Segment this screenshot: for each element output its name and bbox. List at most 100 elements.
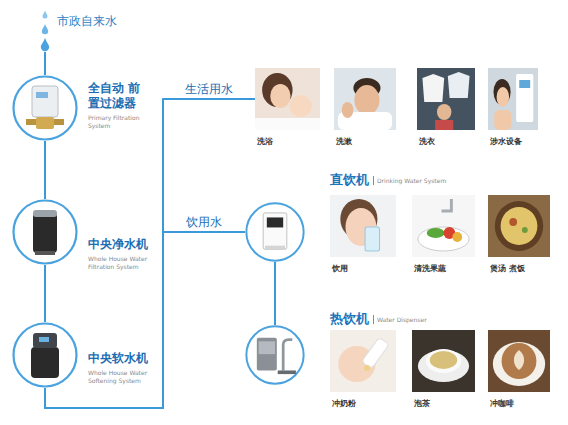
usage-photo: 饮用 bbox=[330, 195, 396, 257]
photo-caption: 洗浴 bbox=[257, 137, 273, 147]
product-circle: 热饮机Water Dispenser bbox=[245, 325, 305, 385]
product-illustration bbox=[283, 340, 292, 371]
usage-photo: 涉水设备 bbox=[488, 68, 538, 130]
product-illustration bbox=[36, 117, 54, 129]
text-holder: 洗浴 bbox=[257, 137, 273, 147]
product-illustration bbox=[33, 210, 57, 217]
product-circle-shape bbox=[12, 199, 78, 265]
photo-shape bbox=[514, 350, 524, 370]
product-circle: 中央净水机Whole House Water Filtration System bbox=[12, 199, 78, 265]
text-holder: 泡茶 bbox=[414, 399, 430, 409]
photo-shape bbox=[502, 343, 537, 379]
english-name: Whole House Water Filtration System bbox=[88, 255, 158, 270]
water-drop-icon bbox=[34, 6, 56, 52]
product-circle-shape bbox=[12, 75, 78, 141]
photo-caption: 清洗果蔬 bbox=[414, 264, 446, 274]
text-holder: 清洗果蔬 bbox=[414, 264, 446, 274]
usage-photo: 清洗果蔬 bbox=[412, 195, 475, 257]
usage-photo: 冲咖啡 bbox=[488, 330, 550, 392]
photo-illustration bbox=[334, 68, 396, 130]
text-holder: 冲奶粉 bbox=[332, 399, 356, 409]
photo-shape bbox=[342, 102, 354, 118]
product-name: 直饮机 bbox=[330, 172, 369, 188]
text-holder: 饮用 bbox=[332, 264, 348, 274]
text-holder: 中央软水机Whole House Water Softening System bbox=[88, 351, 158, 384]
photo-shape bbox=[493, 342, 545, 386]
text-holder: 煲汤 煮饭 bbox=[490, 264, 525, 274]
photo-shape bbox=[365, 227, 379, 251]
photo-caption: 饮用 bbox=[332, 264, 348, 274]
photo-shape bbox=[418, 227, 469, 251]
photo-shape bbox=[509, 218, 517, 226]
photo-shape bbox=[412, 195, 475, 257]
photo-shape bbox=[494, 110, 511, 130]
usage-photo: 洗漱 bbox=[334, 68, 396, 130]
product-name: 热饮机 bbox=[330, 311, 369, 327]
photo-illustration bbox=[417, 68, 475, 130]
photo-shape bbox=[262, 73, 292, 107]
water-drop bbox=[41, 38, 49, 51]
photo-shape bbox=[452, 232, 462, 242]
product-illustration bbox=[265, 246, 285, 250]
product-name: 中央净水机 bbox=[88, 237, 152, 252]
photo-shape bbox=[437, 104, 452, 120]
pipe-connector bbox=[44, 52, 46, 75]
text-holder: 中央净水机 Whole House Water Filtration System bbox=[88, 237, 158, 270]
product-illustration bbox=[33, 213, 57, 253]
photo-caption: 洗漱 bbox=[336, 137, 352, 147]
product-illustration bbox=[35, 251, 55, 255]
photo-illustration bbox=[488, 68, 538, 130]
photo-shape bbox=[522, 227, 528, 233]
text-holder: 洗衣 bbox=[419, 137, 435, 147]
text-holder: 直饮机 Drinking Water System bbox=[330, 172, 446, 188]
english-name: Whole House Water Softening System bbox=[88, 369, 158, 384]
photo-shape bbox=[417, 68, 475, 130]
photo-shape bbox=[497, 87, 510, 107]
text-holder: 冲咖啡 bbox=[490, 399, 514, 409]
english-name: Water Dispenser bbox=[373, 315, 427, 324]
text-holder: 涉水设备 bbox=[490, 137, 522, 147]
product-illustration bbox=[36, 92, 48, 98]
photo-illustration bbox=[330, 330, 396, 392]
text-holder: 全自动 前置过滤器Primary Filtration System bbox=[88, 81, 158, 129]
flow-label: 饮用水 bbox=[184, 215, 224, 229]
photo-shape bbox=[488, 195, 550, 257]
photo-shape bbox=[354, 85, 379, 115]
text-holder: 热饮机 Water Dispenser bbox=[330, 311, 427, 327]
photo-shape bbox=[412, 330, 475, 392]
photo-caption: 冲奶粉 bbox=[332, 399, 356, 409]
pipe-connector bbox=[45, 232, 245, 408]
photo-caption: 涉水设备 bbox=[490, 137, 522, 147]
photo-shape bbox=[255, 68, 320, 130]
photo-illustration bbox=[412, 330, 475, 392]
circle-outline bbox=[14, 324, 77, 387]
product-name: 全自动 前置过滤器 bbox=[88, 81, 152, 111]
photo-shape bbox=[427, 228, 445, 238]
photo-shape bbox=[361, 337, 389, 368]
photo-shape bbox=[255, 118, 320, 130]
product-circle: 中央软水机Whole House Water Softening System bbox=[12, 322, 78, 388]
photo-illustration bbox=[412, 195, 475, 257]
product-circle: 全自动 前置过滤器Primary Filtration System bbox=[12, 75, 78, 141]
water-drop bbox=[42, 24, 48, 34]
photo-shape bbox=[442, 199, 452, 211]
pipe-connector bbox=[44, 265, 46, 322]
pipe-connector bbox=[274, 262, 276, 325]
photo-shape bbox=[501, 207, 538, 245]
photo-illustration bbox=[330, 195, 396, 257]
photo-shape bbox=[364, 365, 370, 371]
usage-photo: 煲汤 煮饭 bbox=[488, 195, 550, 257]
english-name: Drinking Water System bbox=[373, 176, 446, 185]
product-illustration bbox=[257, 338, 277, 371]
product-illustration bbox=[31, 347, 59, 378]
photo-shape bbox=[422, 74, 444, 102]
photo-caption: 洗衣 bbox=[419, 137, 435, 147]
photo-shape bbox=[330, 330, 396, 392]
photo-shape bbox=[270, 84, 290, 108]
circle-outline bbox=[246, 203, 303, 260]
text-holder: 洗漱 bbox=[336, 137, 352, 147]
photo-caption: 冲咖啡 bbox=[490, 399, 514, 409]
circle-outline bbox=[246, 326, 303, 383]
photo-shape bbox=[516, 74, 533, 122]
